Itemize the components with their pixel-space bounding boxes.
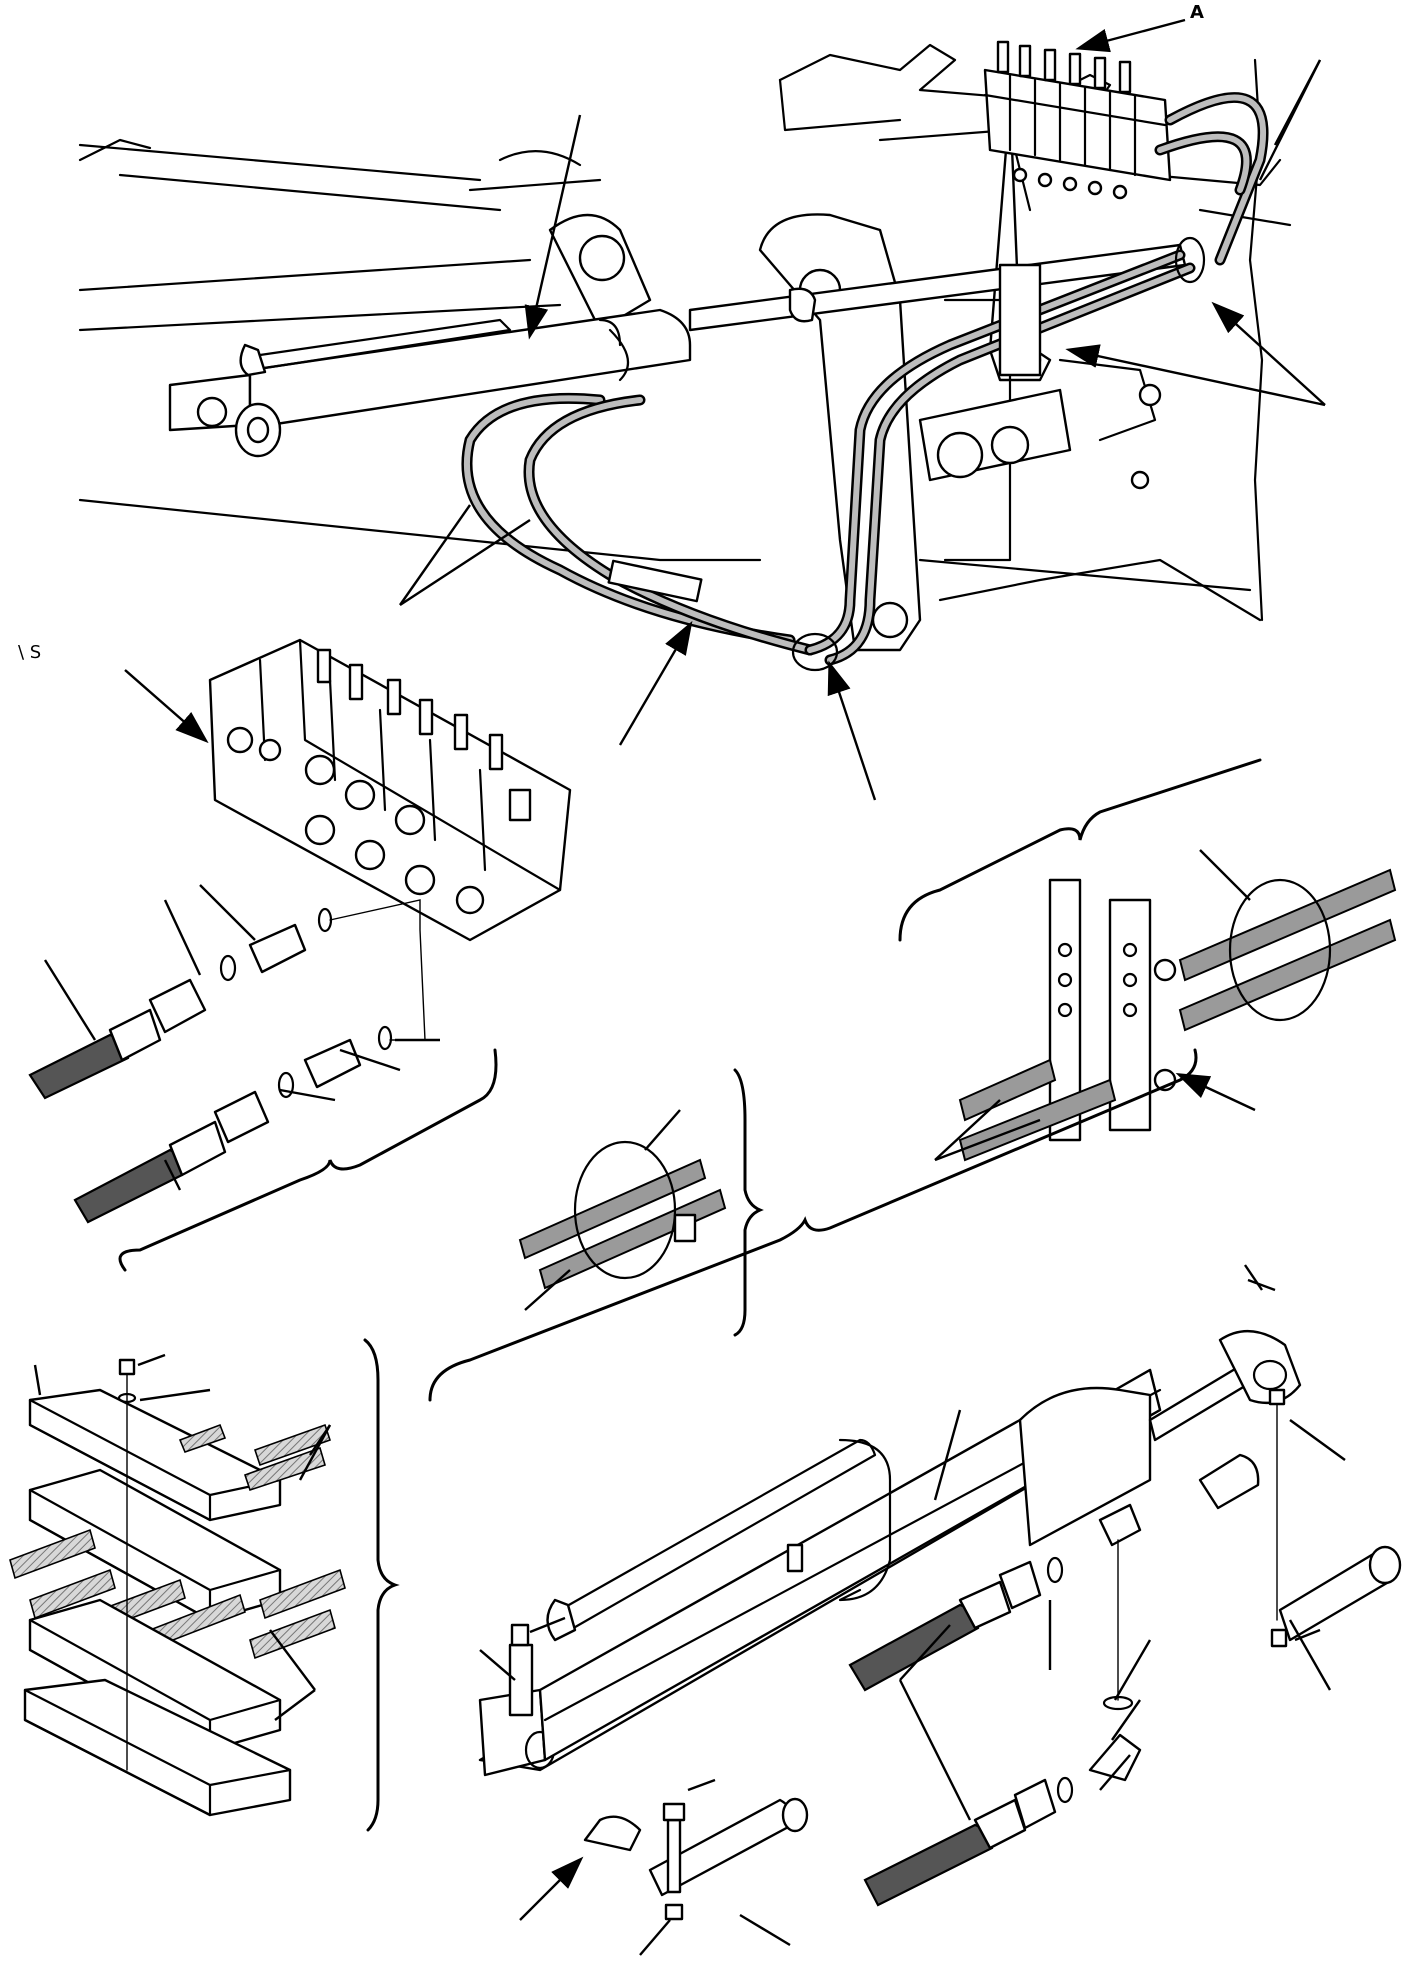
control-valve-top xyxy=(983,40,1172,200)
cylinder-exploded xyxy=(428,1048,1402,1956)
hose-fittings-exploded xyxy=(28,884,440,1224)
hose-routing-top xyxy=(461,92,1269,672)
leaders-top: A \ S xyxy=(18,2,1326,801)
brace-left-mid xyxy=(118,1048,498,1272)
clamp-detail-right xyxy=(898,758,1397,1162)
callout-letter: A xyxy=(1190,2,1204,23)
boom-cylinder xyxy=(168,243,1187,458)
clamp-detail-centre xyxy=(518,1068,764,1337)
edge-glyphs: \ S xyxy=(18,642,41,663)
boom-arm xyxy=(78,138,762,562)
control-valve-exploded xyxy=(124,638,572,942)
clamp-bar-exploded xyxy=(9,1338,400,1832)
